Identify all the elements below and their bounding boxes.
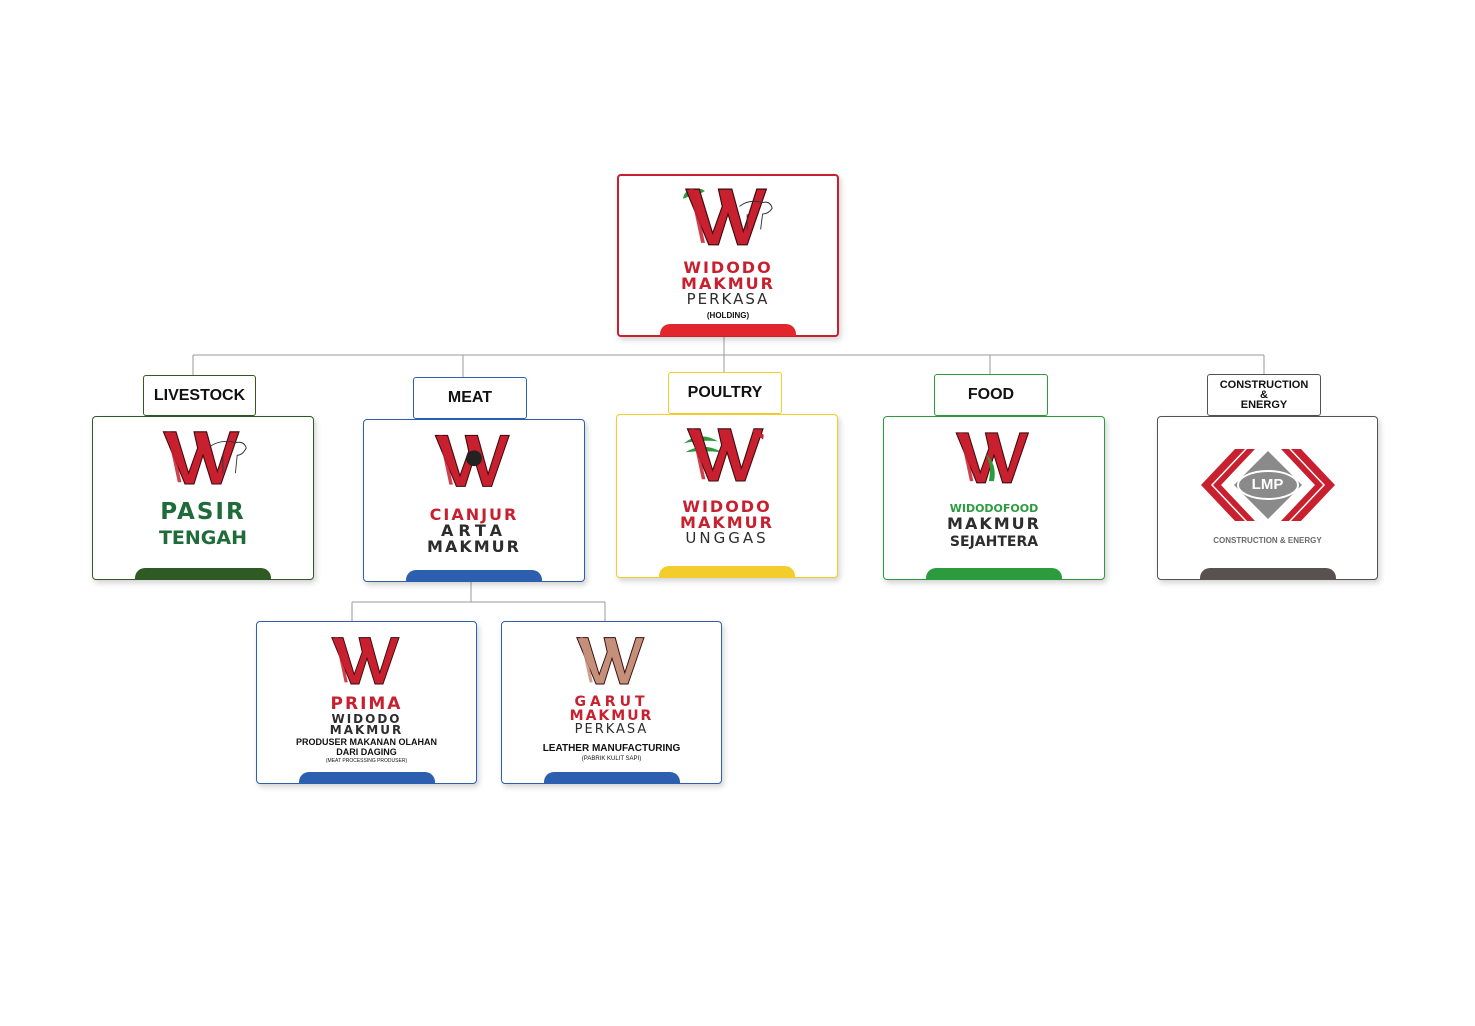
poultry-card[interactable]: WIDODO MAKMUR UNGGAS [616,414,838,578]
food-color-bar [926,568,1062,580]
tag-livestock[interactable]: LIVESTOCK [143,375,256,416]
tag-construction-line2: & [1260,389,1268,401]
prima-name-line1: PRIMA [330,694,403,714]
prima-desc-line1: PRODUSER MAKANAN OLAHAN [296,737,437,747]
lmp-logo-text: LMP [1251,476,1284,493]
construction-caption: CONSTRUCTION & ENERGY [1213,536,1322,545]
widodo-w-logo-icon [327,632,407,688]
poultry-color-bar [659,566,795,578]
holding-name-line1: WIDODO [683,258,773,277]
garut-name-line2: MAKMUR [569,708,654,724]
prima-color-bar [298,772,435,784]
garut-name-line1: GARUT [574,694,649,710]
garut-color-bar [543,772,680,784]
food-name-line1: WIDODOFOOD [949,502,1039,515]
poultry-name-line1: WIDODO [682,497,772,516]
tag-meat[interactable]: MEAT [413,377,527,419]
tag-construction-line3: ENERGY [1240,399,1288,411]
meat-name-line3: MAKMUR [427,537,521,556]
tag-food[interactable]: FOOD [934,374,1048,416]
poultry-name-line2: MAKMUR [680,513,774,532]
construction-color-bar [1199,568,1336,580]
food-card[interactable]: WIDODOFOOD MAKMUR SEJAHTERA [883,416,1105,580]
lmp-diamond-logo-icon [1200,449,1335,521]
tag-poultry[interactable]: POULTRY [668,372,782,414]
garut-note: (PABRIK KULIT SAPI) [581,756,642,762]
poultry-name-line3: UNGGAS [685,529,769,547]
tag-construction-line1: CONSTRUCTION [1219,379,1309,391]
holding-color-bar [660,324,796,336]
livestock-card[interactable]: PASIR TENGAH [92,416,314,580]
holding-name-line3: PERKASA [686,290,770,308]
prima-name-line2: WIDODO [331,712,402,726]
widodo-w-rooster-logo-icon [683,423,764,485]
livestock-color-bar [135,568,271,580]
meat-card[interactable]: CIANJUR ARTA MAKMUR [363,419,585,582]
livestock-name-line2: TENGAH [158,527,248,549]
widodo-w-leaf-logo-icon [951,427,1037,487]
prima-desc-line2: DARI DAGING [336,747,397,757]
meat-name-line1: CIANJUR [429,505,519,524]
meat-color-bar [406,570,542,582]
tag-construction-energy[interactable]: CONSTRUCTION & ENERGY [1207,374,1321,416]
prima-note: (MEAT PROCESSING PRODUSER) [325,758,408,764]
meat-name-line2: ARTA [440,521,508,540]
widodo-w-logo-icon [682,184,773,248]
food-name-line2: MAKMUR [947,514,1041,533]
garut-card[interactable]: GARUT MAKMUR PERKASA LEATHER MANUFACTURI… [501,621,722,784]
garut-desc-line1: LEATHER MANUFACTURING [542,743,681,754]
garut-name-line3: PERKASA [574,722,649,737]
widodo-w-bull-logo-icon [430,430,518,490]
widodo-w-cattle-logo-icon [158,427,247,487]
prima-name-line3: MAKMUR [329,723,404,737]
construction-card[interactable]: LMP CONSTRUCTION & ENERGY [1157,416,1378,580]
holding-note: (HOLDING) [706,311,750,320]
widodo-w-leather-logo-icon [572,632,652,688]
livestock-name-line1: PASIR [160,499,246,525]
prima-card[interactable]: PRIMA WIDODO MAKMUR PRODUSER MAKANAN OLA… [256,621,477,784]
holding-card[interactable]: WIDODO MAKMUR PERKASA (HOLDING) [617,174,839,337]
holding-name-line2: MAKMUR [681,274,775,293]
food-name-line3: SEJAHTERA [949,534,1039,550]
